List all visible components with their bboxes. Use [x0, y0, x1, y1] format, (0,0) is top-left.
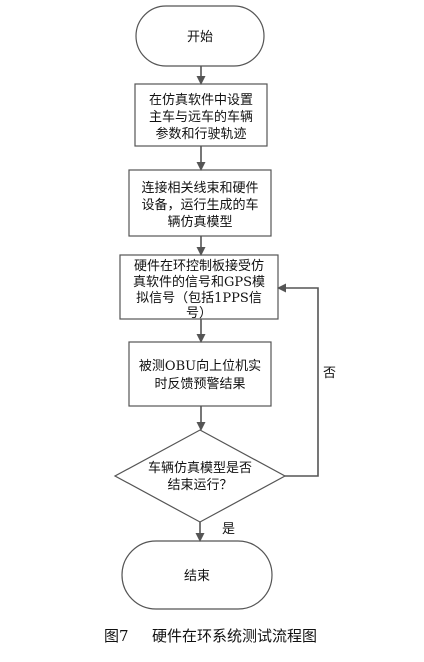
step-connect-hardware-line-1: 连接相关线束和硬件 — [141, 180, 258, 196]
step-setup-simulation-line-1: 在仿真软件中设置 — [149, 93, 253, 108]
edge-label-yes: 是 — [222, 522, 235, 537]
arrow-decision-no-loop — [277, 283, 319, 477]
step-connect-hardware: 连接相关线束和硬件 设备，运行生成的车 辆仿真模型 — [128, 169, 272, 237]
step-setup-simulation: 在仿真软件中设置 主车与远车的车辆 参数和行驶轨迹 — [134, 83, 268, 147]
step-connect-hardware-line-3: 辆仿真模型 — [167, 215, 232, 230]
step-connect-hardware-line-2: 设备，运行生成的车 — [141, 197, 258, 213]
step-hil-receive-signals-line-3: 拟信号（包括1PPS信 — [136, 291, 262, 306]
decision-line-2: 结束运行？ — [167, 478, 232, 493]
end-node: 结束 — [121, 540, 273, 610]
step-hil-receive-signals-line-2: 真软件的信号和GPS模 — [133, 274, 265, 290]
figure-title: 硬件在环系统测试流程图 — [152, 627, 317, 645]
step-obu-feedback-line-1: 被测OBU向上位机实 — [139, 358, 261, 374]
step-obu-feedback: 被测OBU向上位机实 时反馈预警结果 — [128, 341, 272, 407]
decision-simulation-ended: 车辆仿真模型是否 结束运行？ — [113, 429, 287, 523]
start-node: 开始 — [135, 5, 265, 67]
figure-number: 图7 — [104, 627, 129, 645]
step-setup-simulation-line-3: 参数和行驶轨迹 — [155, 126, 246, 142]
step-hil-receive-signals-line-1: 硬件在环控制板接受仿 — [134, 258, 264, 274]
decision-line-1: 车辆仿真模型是否 — [148, 460, 252, 476]
step-hil-receive-signals-line-4: 号） — [186, 306, 212, 321]
step-setup-simulation-line-2: 主车与远车的车辆 — [149, 109, 253, 125]
end-node-label: 结束 — [184, 569, 210, 584]
step-obu-feedback-line-2: 时反馈预警结果 — [154, 376, 245, 392]
edge-label-no: 否 — [323, 366, 336, 381]
step-hil-receive-signals: 硬件在环控制板接受仿 真软件的信号和GPS模 拟信号（包括1PPS信 号） — [119, 254, 279, 321]
start-node-label: 开始 — [187, 30, 213, 45]
